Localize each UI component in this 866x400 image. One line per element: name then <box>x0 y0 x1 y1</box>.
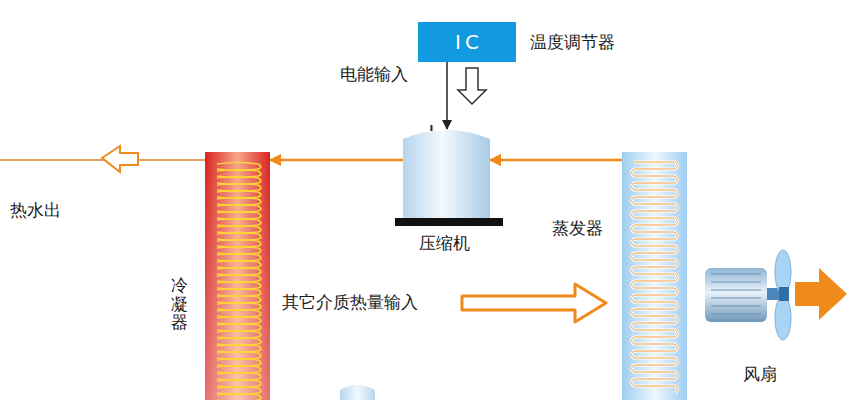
evaporator: 蒸发器 <box>622 152 687 400</box>
receiver-tank <box>340 385 375 400</box>
evaporator-shape <box>622 152 687 400</box>
power-arrow <box>458 68 486 104</box>
connector <box>446 62 448 129</box>
compressor-base <box>395 218 503 226</box>
compressor: 压缩机 <box>403 125 490 218</box>
outlet-arrow <box>102 146 138 172</box>
compressor-shape <box>403 125 490 218</box>
evaporator-label: 蒸发器 <box>552 218 603 238</box>
heat-arrow <box>462 284 606 322</box>
compressor-label: 压缩机 <box>419 233 470 253</box>
pipe <box>0 159 622 161</box>
heat-input-label: 其它介质热量输入 <box>282 292 418 312</box>
condenser: 冷凝器 <box>205 152 270 400</box>
outlet-label: 热水出 <box>10 200 61 220</box>
connector <box>270 159 403 162</box>
condenser-shape <box>205 152 270 400</box>
controller-box: IC温度调节器 <box>418 22 516 62</box>
fan-shape <box>697 240 857 350</box>
fan: 风扇 <box>697 240 857 350</box>
connector <box>490 159 622 162</box>
fan-label: 风扇 <box>743 364 777 384</box>
edge-label: 电能输入 <box>340 64 408 84</box>
controller-label: IC <box>418 30 516 54</box>
condenser-label: 冷凝器 <box>171 276 188 332</box>
controller-name: 温度调节器 <box>530 32 615 52</box>
